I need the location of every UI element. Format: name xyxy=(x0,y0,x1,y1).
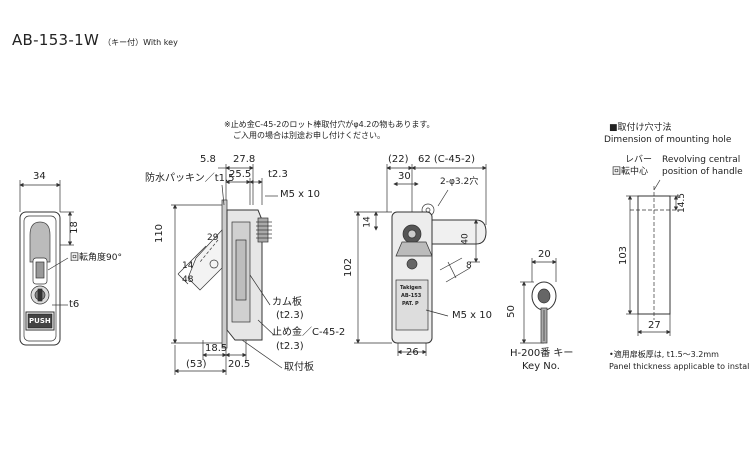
side-height-dim: 110 xyxy=(154,223,166,244)
side-screw-label: M5 x 10 xyxy=(280,189,320,200)
model-suffix: （キー付）With key xyxy=(103,38,178,47)
rear-screw-label: M5 x 10 xyxy=(452,310,492,321)
lever-label-jp-1: レバー xyxy=(625,155,653,165)
push-button-label: PUSH xyxy=(29,317,51,325)
dim-14-rear: 14 xyxy=(362,216,373,228)
mount-plate-label: 取付板 xyxy=(284,362,314,373)
front-height-top-dim: 18 xyxy=(68,221,80,234)
rear-view xyxy=(354,164,487,356)
dim-25-5: 25.5 xyxy=(229,169,252,180)
key-label-jp: H-200番 キー xyxy=(510,348,574,359)
dim-t2-3: t2.3 xyxy=(268,169,288,180)
stopper-thickness: (t2.3) xyxy=(276,341,304,352)
key-view xyxy=(520,258,557,344)
lever-label-en-2: position of handle xyxy=(662,167,743,177)
key-width-dim: 20 xyxy=(538,249,551,260)
key-label-en: Key No. xyxy=(522,361,560,372)
dim-27-8: 27.8 xyxy=(233,154,256,165)
dim-29: 29 xyxy=(207,233,219,243)
lever-label-jp-2: 回転中心 xyxy=(612,167,649,177)
dim-30: 30 xyxy=(398,171,411,182)
dim-20-5: 20.5 xyxy=(228,359,251,370)
dim-22: (22) xyxy=(388,154,409,165)
dim-5-8: 5.8 xyxy=(200,154,216,165)
front-view xyxy=(19,180,74,346)
model-title: AB-153-1W（キー付）With key xyxy=(12,30,178,49)
dim-14-5: 14.5 xyxy=(677,192,688,214)
rear-width-dim: 26 xyxy=(406,347,419,358)
mounting-hole-view xyxy=(626,179,680,336)
dim-40: 40 xyxy=(460,233,471,245)
dim-14-side: 14 xyxy=(182,261,194,271)
mounting-title-jp: ■取付け穴寸法 xyxy=(609,123,672,133)
plate-brand: Takigen xyxy=(400,285,422,291)
note-line-2: ご入用の場合は別途お申し付けください。 xyxy=(233,131,385,140)
panel-thickness-en: Panel thickness applicable to install xyxy=(609,362,750,371)
side-view xyxy=(171,164,283,375)
rotation-angle-label: 回転角度90° xyxy=(70,253,122,263)
dim-18-5: 18.5 xyxy=(205,343,228,354)
front-width-dim: 34 xyxy=(33,171,46,182)
note-line-1: ※止め金C-45-2のロット棒取付穴がφ4.2の物もあります。 xyxy=(224,120,435,129)
dim-53: (53) xyxy=(186,359,207,370)
cam-plate-thickness: (t2.3) xyxy=(276,310,304,321)
front-thickness-label: t6 xyxy=(69,299,80,310)
plate-patent: PAT. P xyxy=(402,301,419,307)
lever-label-en-1: Revolving central xyxy=(662,155,741,165)
cam-plate-label: カム板 xyxy=(272,297,302,308)
dim-62: 62 (C-45-2) xyxy=(418,154,475,165)
holes-label: 2-φ3.2穴 xyxy=(440,177,479,187)
key-height-dim: 50 xyxy=(505,305,517,318)
gasket-label: 防水パッキン／t1.5 xyxy=(145,173,235,184)
dim-8: 8 xyxy=(466,261,472,271)
mounting-title-en: Dimension of mounting hole xyxy=(604,135,732,145)
dim-48: 48 xyxy=(182,275,194,285)
panel-thickness-jp: •適用扉板厚は, t1.5〜3.2mm xyxy=(609,350,719,359)
dim-103: 103 xyxy=(618,245,630,266)
dim-27: 27 xyxy=(648,320,661,331)
model-number: AB-153-1W xyxy=(12,31,100,49)
rear-height-dim: 102 xyxy=(343,257,355,278)
stopper-label: 止め金／C-45-2 xyxy=(272,327,346,338)
plate-model: AB-153 xyxy=(401,293,422,299)
